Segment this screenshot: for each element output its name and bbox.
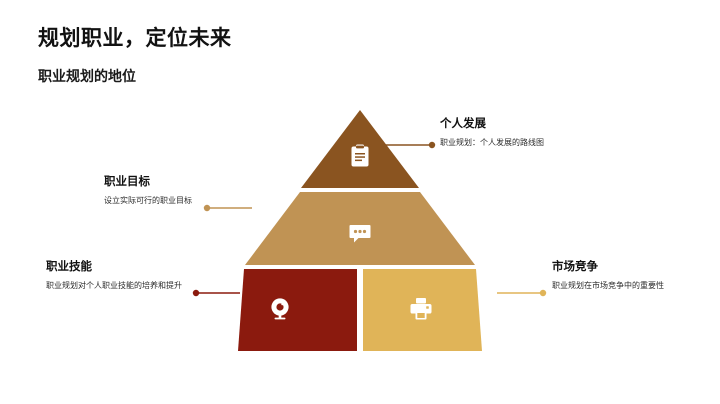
clipboard-icon	[347, 143, 373, 169]
callout-career-goal[interactable]: 职业目标 设立实际可行的职业目标	[104, 176, 264, 207]
callout-personal-development[interactable]: 个人发展 职业规划：个人发展的路线图	[440, 118, 590, 149]
callout-title: 市场竞争	[552, 261, 598, 273]
slide-header: 规划职业，定位未来 职业规划的地位	[38, 26, 558, 86]
pyramid-tier-bottom-left[interactable]	[238, 269, 357, 351]
connector-market-competition	[497, 289, 547, 297]
callout-description: 职业规划在市场竞争中的重要性	[552, 280, 664, 290]
callout-market-competition[interactable]: 市场竞争 职业规划在市场竞争中的重要性	[552, 261, 692, 292]
connector-personal-development	[385, 141, 436, 149]
callout-title: 个人发展	[440, 118, 486, 130]
connector-career-goal	[203, 204, 252, 212]
connector-career-skill	[192, 289, 240, 297]
callout-title: 职业技能	[46, 261, 92, 273]
webcam-icon	[267, 296, 293, 322]
page-subtitle: 职业规划的地位	[38, 68, 136, 85]
callout-description: 职业规划对个人职业技能的培养和提升	[46, 280, 182, 290]
chat-bubble-icon	[347, 220, 373, 246]
callout-description: 设立实际可行的职业目标	[104, 195, 192, 205]
callout-career-skill[interactable]: 职业技能 职业规划对个人职业技能的培养和提升	[46, 261, 186, 292]
callout-description: 职业规划：个人发展的路线图	[440, 137, 544, 147]
callout-title: 职业目标	[104, 176, 150, 188]
printer-icon	[408, 296, 434, 322]
page-title: 规划职业，定位未来	[38, 27, 232, 50]
